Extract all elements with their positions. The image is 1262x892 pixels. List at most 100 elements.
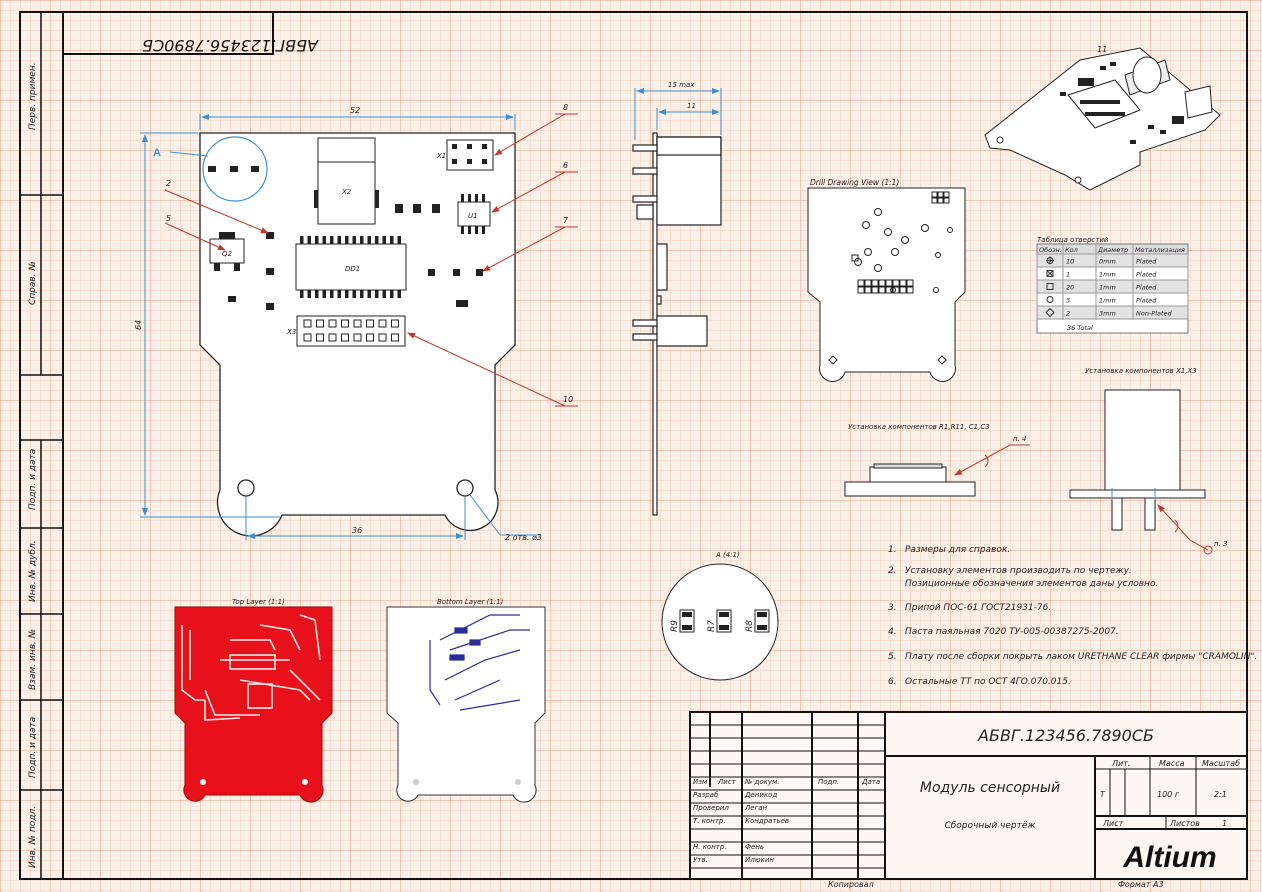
drill-table-cell: 10 bbox=[1066, 258, 1074, 266]
drill-table-title: Таблица отверстий bbox=[1037, 236, 1109, 244]
title-block-name: Модуль сенсорный bbox=[920, 780, 1060, 796]
callout-2: 2 bbox=[166, 179, 171, 188]
tb-role: Н. контр. bbox=[693, 843, 727, 851]
note-num: 4. bbox=[888, 627, 897, 637]
top-layer-title: Top Layer (1:1) bbox=[232, 598, 285, 606]
pcb-3d-view bbox=[984, 47, 1221, 191]
note-text: Паста паяльная 7020 ТУ-005-00387275-2007… bbox=[905, 627, 1119, 637]
drill-table: Таблица отверстий Обозн.Кол Диаметр Металл… bbox=[1036, 236, 1189, 334]
install-r-view bbox=[844, 463, 976, 497]
callout-5: 5 bbox=[166, 214, 171, 223]
install-r-title: Установка компонентов R1,R11, C1,C3 bbox=[848, 423, 990, 431]
dim-side-11: 11 bbox=[687, 102, 696, 110]
tb-person: Фень bbox=[745, 843, 764, 851]
side-stamp-label: Подп. и дата bbox=[28, 717, 38, 778]
install-x-view bbox=[1069, 389, 1206, 531]
side-stamp-label: Инв. № подл. bbox=[28, 806, 38, 868]
drill-table-cell: 20 bbox=[1066, 284, 1074, 292]
drill-table-cell: 1mm bbox=[1099, 271, 1116, 279]
side-stamp-label: Инв. № дубл. bbox=[28, 540, 38, 602]
bottom-layer-view bbox=[386, 606, 546, 803]
dim-height: 64 bbox=[134, 320, 143, 330]
title-block-code: АБВГ.123456.7890СБ bbox=[977, 726, 1154, 745]
pcb-top-view: X2 X1 DD1 U1 Q2 X3 bbox=[199, 132, 516, 537]
tb-person: Деникод bbox=[744, 791, 777, 799]
tb-list-label: Лист bbox=[1102, 819, 1124, 828]
note-text: Припой ПОС-61 ГОСТ21931-76. bbox=[905, 603, 1051, 613]
drill-table-cell: 1 bbox=[1066, 271, 1070, 279]
title-block bbox=[689, 711, 1248, 880]
drill-table-cell: Plated bbox=[1136, 258, 1157, 266]
tb-person: Илюкин bbox=[745, 856, 774, 864]
side-stamp-label: Взам. инв. № bbox=[28, 629, 38, 690]
tb-role: Разраб bbox=[693, 791, 719, 799]
drill-table-cell: 3 bbox=[1066, 297, 1070, 305]
refdes-x3: X3 bbox=[286, 328, 296, 336]
altium-logo: Altium bbox=[1122, 841, 1216, 874]
drill-table-cell: 1mm bbox=[1099, 297, 1116, 305]
dim-width: 52 bbox=[350, 106, 360, 115]
note-num: 5. bbox=[888, 652, 897, 662]
drill-table-header: Кол bbox=[1065, 246, 1078, 254]
detail-ref: R8 bbox=[745, 620, 755, 632]
refdes-x2: X2 bbox=[341, 188, 352, 196]
tb-lit-value: Т bbox=[1100, 790, 1106, 799]
refdes-x1: X1 bbox=[436, 152, 446, 160]
refdes-dd1: DD1 bbox=[345, 265, 360, 273]
drill-table-cell: 0mm bbox=[1099, 258, 1116, 266]
note-num: 2. bbox=[888, 566, 897, 576]
note-num: 6. bbox=[888, 677, 897, 687]
drill-table-cell: Non-Plated bbox=[1136, 310, 1173, 318]
note-num: 3. bbox=[888, 603, 897, 613]
tb-scale-label: Масштаб bbox=[1202, 759, 1240, 768]
side-stamp-label: Перв. примен. bbox=[28, 62, 38, 130]
note-ref-p3: п. 3 bbox=[1214, 540, 1227, 548]
tb-role: Утв. bbox=[693, 856, 708, 864]
note-text: Установку элементов производить по черте… bbox=[905, 566, 1132, 576]
tb-lit-label: Лит. bbox=[1111, 759, 1130, 768]
callout-10: 10 bbox=[563, 395, 573, 404]
note-text: Остальные ТТ по ОСТ 4ГО.070.015. bbox=[905, 677, 1071, 687]
drill-table-header: Обозн. bbox=[1039, 246, 1062, 254]
copied-label: Копировал bbox=[828, 880, 874, 889]
side-stamp-label: Подп. и дата bbox=[28, 449, 38, 510]
drill-table-header: Металлизация bbox=[1135, 246, 1185, 254]
drill-table-header: Диаметр bbox=[1097, 246, 1128, 254]
dim-holes: 2 отв. ⌀3 bbox=[505, 533, 542, 542]
callout-7: 7 bbox=[563, 216, 569, 225]
format-label: Формат А3 bbox=[1118, 880, 1164, 889]
tb-person: Леган bbox=[744, 804, 768, 812]
tb-mass-label: Масса bbox=[1159, 759, 1185, 768]
tb-hdr-podp: Подп. bbox=[818, 778, 839, 786]
tb-hdr-ndoc: № докум. bbox=[744, 778, 780, 786]
drill-table-cell: 2 bbox=[1066, 310, 1070, 318]
top-layer-view bbox=[174, 606, 333, 803]
refdes-u1: U1 bbox=[468, 212, 478, 220]
tb-listov-value: 1 bbox=[1222, 819, 1227, 828]
detail-callout-a: A bbox=[153, 147, 161, 159]
tb-hdr-izm: Изм bbox=[693, 778, 708, 786]
note-ref-p4: п. 4 bbox=[1013, 435, 1026, 443]
drill-table-cell: 1mm bbox=[1099, 284, 1116, 292]
tb-scale-value: 2:1 bbox=[1214, 790, 1227, 799]
detail-view-title: A (4:1) bbox=[715, 551, 740, 559]
drill-table-cell: 3mm bbox=[1099, 310, 1116, 318]
detail-ref: R7 bbox=[707, 620, 717, 632]
callout-8: 8 bbox=[563, 103, 568, 112]
note-text: Размеры для справок. bbox=[905, 545, 1010, 555]
mirrored-doc-code: АБВГ.123456.7890СБ bbox=[142, 36, 319, 55]
side-stamp bbox=[20, 12, 63, 879]
callout-6: 6 bbox=[563, 161, 568, 170]
note-text: Плату после сборки покрыть лаком URETHAN… bbox=[905, 652, 1257, 662]
pcb-side-view bbox=[632, 132, 722, 516]
note-num: 1. bbox=[888, 545, 897, 555]
drill-drawing bbox=[807, 187, 966, 382]
note-text: Позиционные обозначения элементов даны у… bbox=[905, 579, 1158, 589]
drill-view-title: Drill Drawing View (1:1) bbox=[810, 178, 899, 187]
tb-listov-label: Листов bbox=[1169, 819, 1200, 828]
tb-mass-value: 100 г bbox=[1157, 790, 1180, 799]
dim-hole-spacing: 36 bbox=[352, 526, 362, 535]
tb-role: Проверил bbox=[693, 804, 729, 812]
tb-hdr-list: Лист bbox=[717, 778, 737, 786]
refdes-q2: Q2 bbox=[222, 250, 233, 258]
